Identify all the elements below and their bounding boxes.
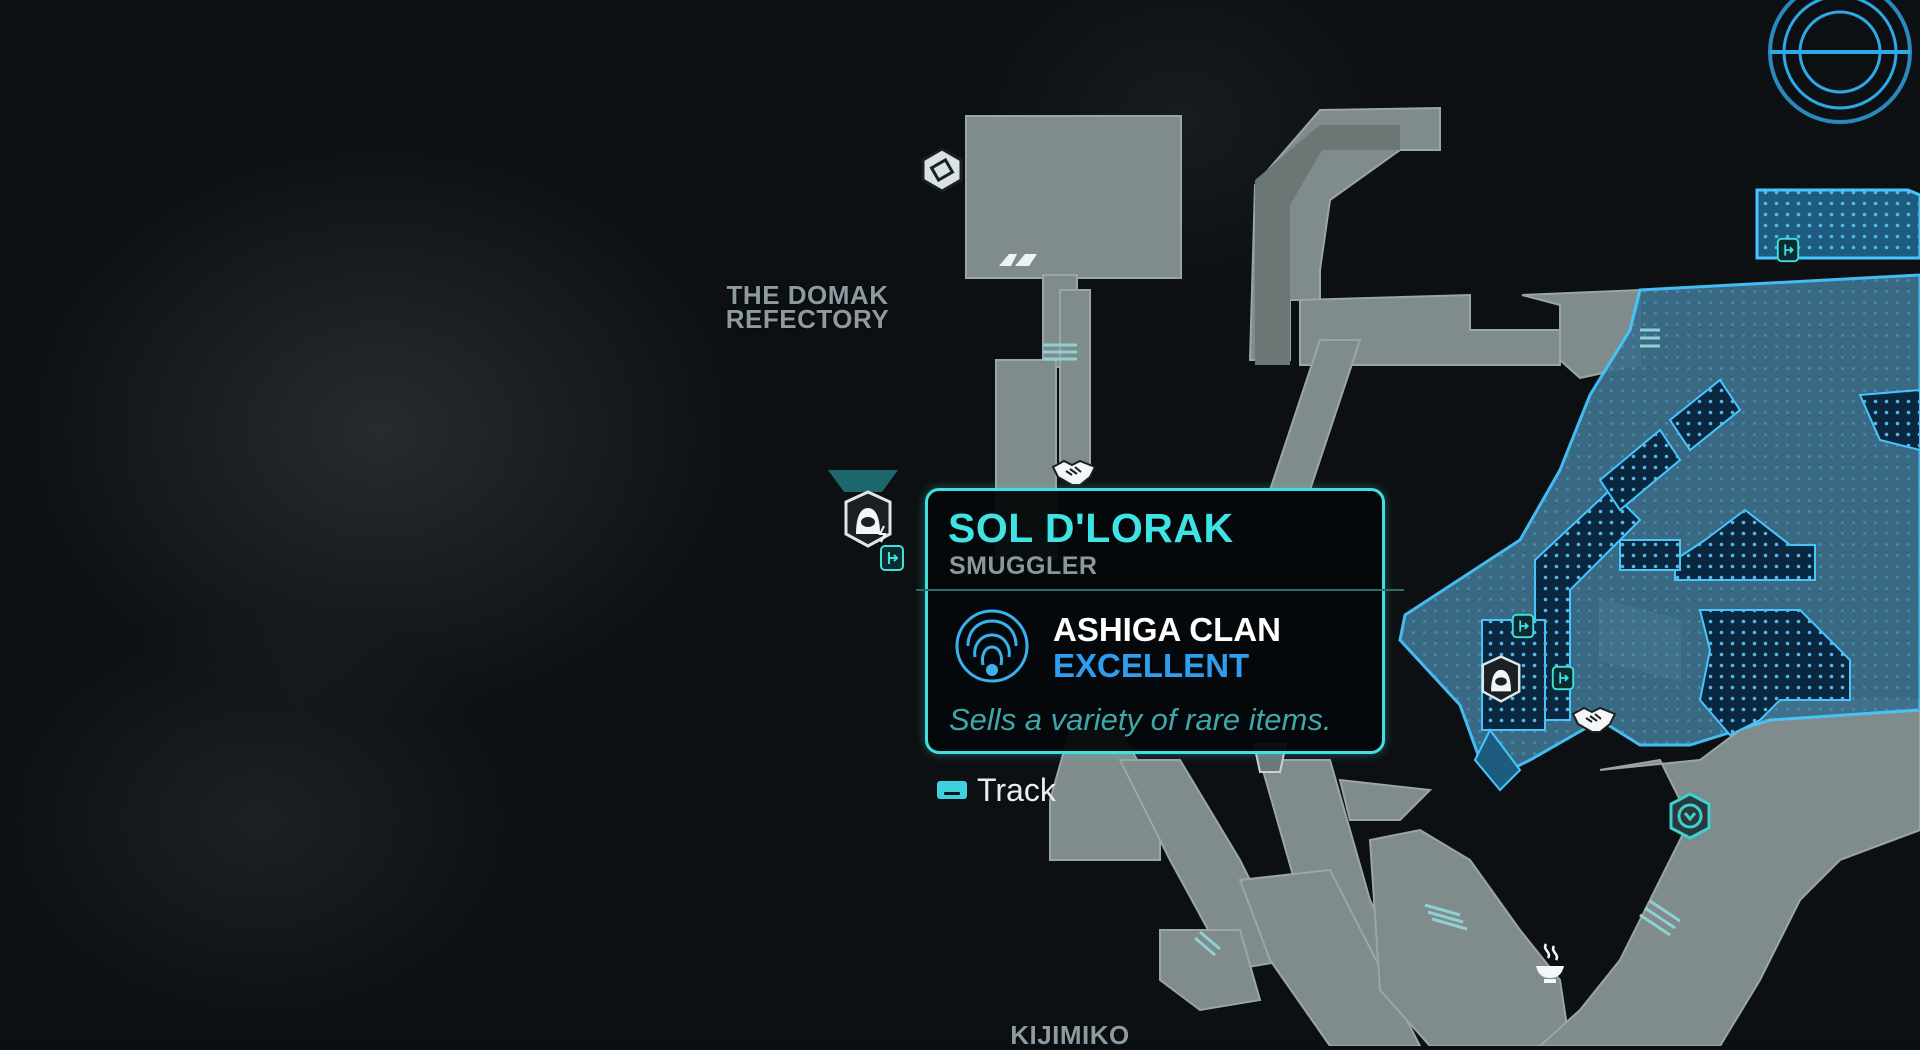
trade-handshake-icon[interactable] bbox=[1050, 455, 1098, 489]
region-label-domak-refectory: THE DOMAK REFECTORY bbox=[725, 280, 890, 334]
walkway-network bbox=[965, 106, 1920, 1046]
shop-icon[interactable] bbox=[918, 146, 966, 194]
door-icon[interactable] bbox=[1510, 612, 1536, 640]
npc-description: Sells a variety of rare items. bbox=[949, 702, 1332, 737]
npc-name: SOL D'LORAK bbox=[948, 505, 1234, 551]
ashiga-clan-emblem-icon bbox=[953, 607, 1031, 685]
keyboard-key-icon bbox=[937, 781, 967, 799]
compass-icon[interactable] bbox=[1768, 0, 1912, 124]
trade-handshake-icon[interactable] bbox=[1570, 702, 1618, 736]
food-vendor-icon[interactable] bbox=[1532, 940, 1568, 986]
door-icon[interactable] bbox=[1775, 236, 1801, 264]
faction-name: ASHIGA CLAN bbox=[1053, 611, 1281, 648]
waypoint-icon[interactable] bbox=[1665, 791, 1715, 841]
tooltip-divider bbox=[916, 589, 1404, 591]
stair-markings bbox=[1043, 328, 1681, 957]
door-icon[interactable] bbox=[878, 543, 906, 573]
region-label-kijimiko: KIJIMIKO bbox=[1010, 1020, 1130, 1050]
npc-role: SMUGGLER bbox=[949, 552, 1098, 580]
door-icon[interactable] bbox=[1550, 664, 1576, 692]
smuggler-merchant-icon[interactable] bbox=[1476, 655, 1526, 703]
smuggler-merchant-icon[interactable] bbox=[838, 490, 898, 548]
faction-standing: EXCELLENT bbox=[1053, 647, 1250, 684]
track-label: Track bbox=[977, 771, 1056, 808]
track-button[interactable]: Track bbox=[937, 770, 1056, 810]
selection-beacon bbox=[828, 470, 898, 492]
speeder-icon[interactable] bbox=[995, 248, 1041, 272]
location-tooltip: SOL D'LORAK SMUGGLER ASHIGA CLAN EXCELLE… bbox=[916, 488, 1404, 754]
